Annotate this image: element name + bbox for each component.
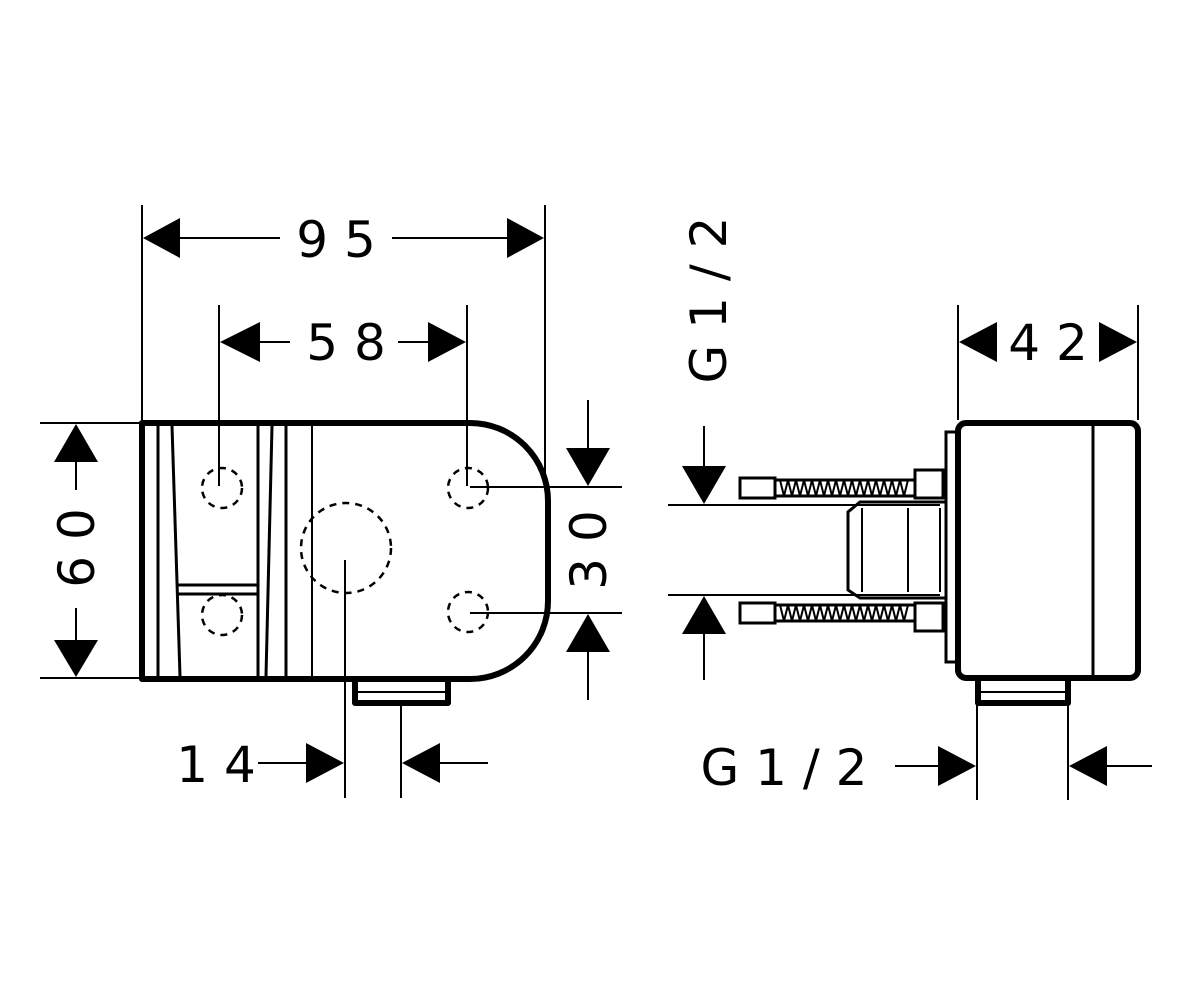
- dim-label-95: 9 5: [296, 211, 376, 269]
- dimension-g-half-horizontal: G 1 / 2: [701, 705, 1152, 800]
- arrow-up: [54, 424, 98, 462]
- dim-label-60: 6 0: [48, 508, 106, 588]
- arrow-right: [306, 743, 344, 783]
- arrow-up: [566, 614, 610, 652]
- dimension-g-half-vertical: G 1 / 2: [668, 217, 940, 680]
- front-clip-box: [176, 583, 258, 596]
- front-groove-line: [170, 425, 182, 677]
- arrow-right: [428, 322, 466, 362]
- dim-label-g-half-horizontal: G 1 / 2: [701, 739, 868, 797]
- side-screw-top: [738, 468, 945, 500]
- side-backplate: [944, 430, 960, 664]
- arrow-left: [1069, 746, 1107, 786]
- arrow-right: [507, 218, 544, 258]
- side-outlet-nozzle: [975, 678, 1071, 706]
- mounting-hole: [200, 466, 244, 510]
- arrow-left: [143, 218, 180, 258]
- side-center-connector: [846, 500, 946, 600]
- arrow-left: [220, 322, 260, 362]
- side-body: [955, 420, 1141, 681]
- arrow-down: [54, 640, 98, 677]
- side-screw-bottom: [738, 601, 945, 633]
- mounting-hole: [200, 593, 244, 637]
- dimension-95: 9 5: [141, 205, 546, 480]
- arrow-left: [959, 322, 997, 362]
- arrow-down: [682, 466, 726, 504]
- arrow-down: [566, 448, 610, 486]
- arrow-right: [938, 746, 976, 786]
- front-body-outline: [139, 420, 551, 682]
- arrow-right: [1099, 322, 1137, 362]
- arrow-up: [682, 596, 726, 634]
- dimension-42: 4 2: [957, 305, 1139, 420]
- dim-label-42: 4 2: [1008, 314, 1088, 372]
- dim-label-30: 3 0: [560, 510, 618, 590]
- dimension-58: 5 8: [218, 305, 468, 486]
- dim-label-g-half-vertical: G 1 / 2: [680, 217, 738, 384]
- front-groove-line: [264, 425, 274, 677]
- side-view: [738, 420, 1141, 706]
- dimension-60: 6 0: [40, 422, 140, 679]
- dimension-30: 3 0: [470, 400, 622, 700]
- arrow-left: [402, 743, 440, 783]
- dim-label-14: 1 4: [176, 736, 256, 794]
- dimension-14: 1 4: [176, 560, 488, 798]
- dim-label-58: 5 8: [306, 314, 386, 372]
